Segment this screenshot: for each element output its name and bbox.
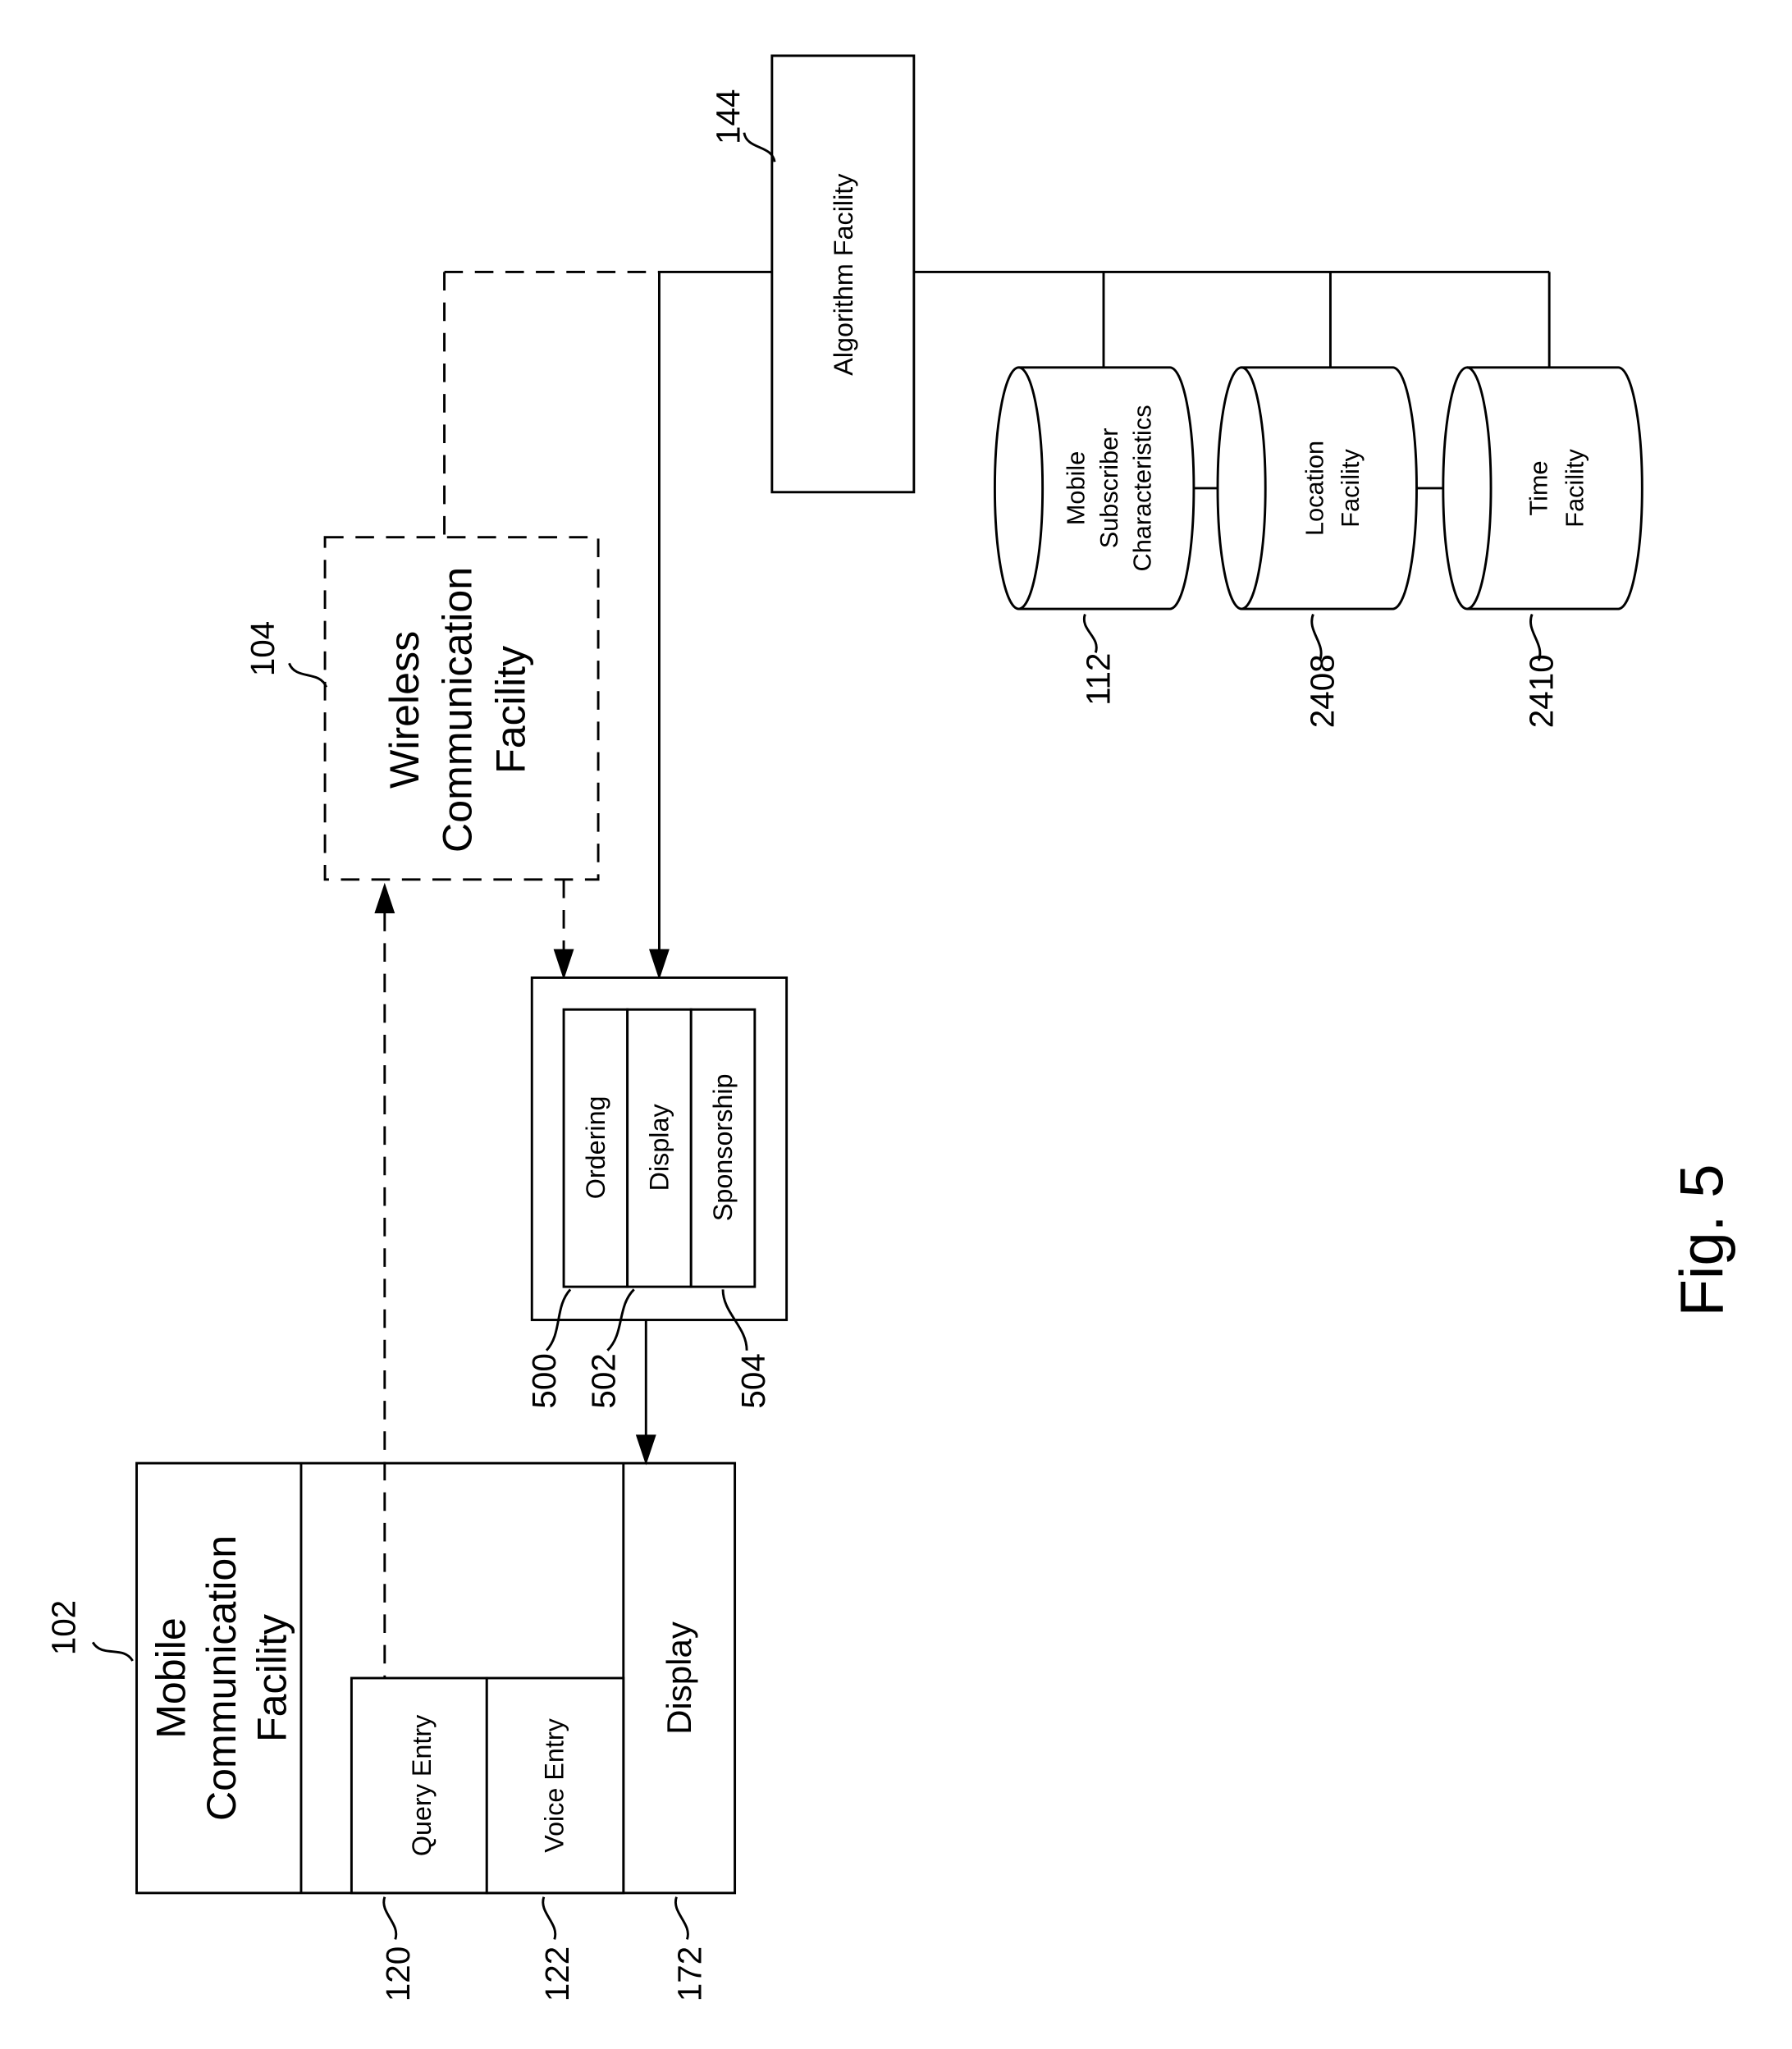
reference-numeral-2408: 2408 [1304, 654, 1342, 728]
reference-numeral-102: 102 [45, 1600, 83, 1655]
wireless-title-line: Facility [487, 646, 533, 774]
database-label-line: Characteristics [1127, 405, 1156, 571]
reference-numeral-502: 502 [585, 1353, 623, 1408]
mobile-title-line: Facility [249, 1614, 295, 1742]
wireless-title-line: Wireless [382, 631, 427, 789]
figure-caption: Fig. 5 [1668, 1164, 1736, 1317]
database-label-line: Facility [1560, 449, 1589, 528]
reference-numeral-504: 504 [734, 1353, 772, 1408]
reference-numeral-112: 112 [1080, 652, 1118, 705]
reference-numeral-120: 120 [379, 1946, 417, 2001]
database-label-line: Mobile [1062, 451, 1090, 525]
voice-entry-label: Voice Entry [540, 1717, 569, 1852]
mobile-title-line: Communication [199, 1535, 245, 1821]
display-module-label: Display [644, 1104, 674, 1191]
mobile-title-line: Mobile [149, 1617, 194, 1739]
database-label-line: Facility [1336, 449, 1365, 528]
reference-numeral-500: 500 [525, 1353, 563, 1408]
ordering-module-label: Ordering [581, 1095, 610, 1199]
reference-numeral-172: 172 [671, 1946, 709, 2001]
algorithm-facility-label: Algorithm Facility [829, 173, 858, 376]
reference-numeral-122: 122 [538, 1946, 576, 2001]
reference-numeral-104: 104 [244, 621, 281, 676]
reference-numeral-2410: 2410 [1522, 654, 1560, 728]
wireless-title-line: Communication [435, 567, 481, 853]
reference-numeral-144: 144 [710, 89, 747, 144]
database-label-line: Time [1525, 460, 1553, 515]
query-entry-label: Query Entry [407, 1714, 437, 1856]
display-label: Display [660, 1621, 698, 1735]
database-label-line: Subscriber [1095, 428, 1123, 549]
database-label-line: Location [1301, 441, 1329, 536]
sponsorship-module-label: Sponsorship [708, 1073, 738, 1221]
